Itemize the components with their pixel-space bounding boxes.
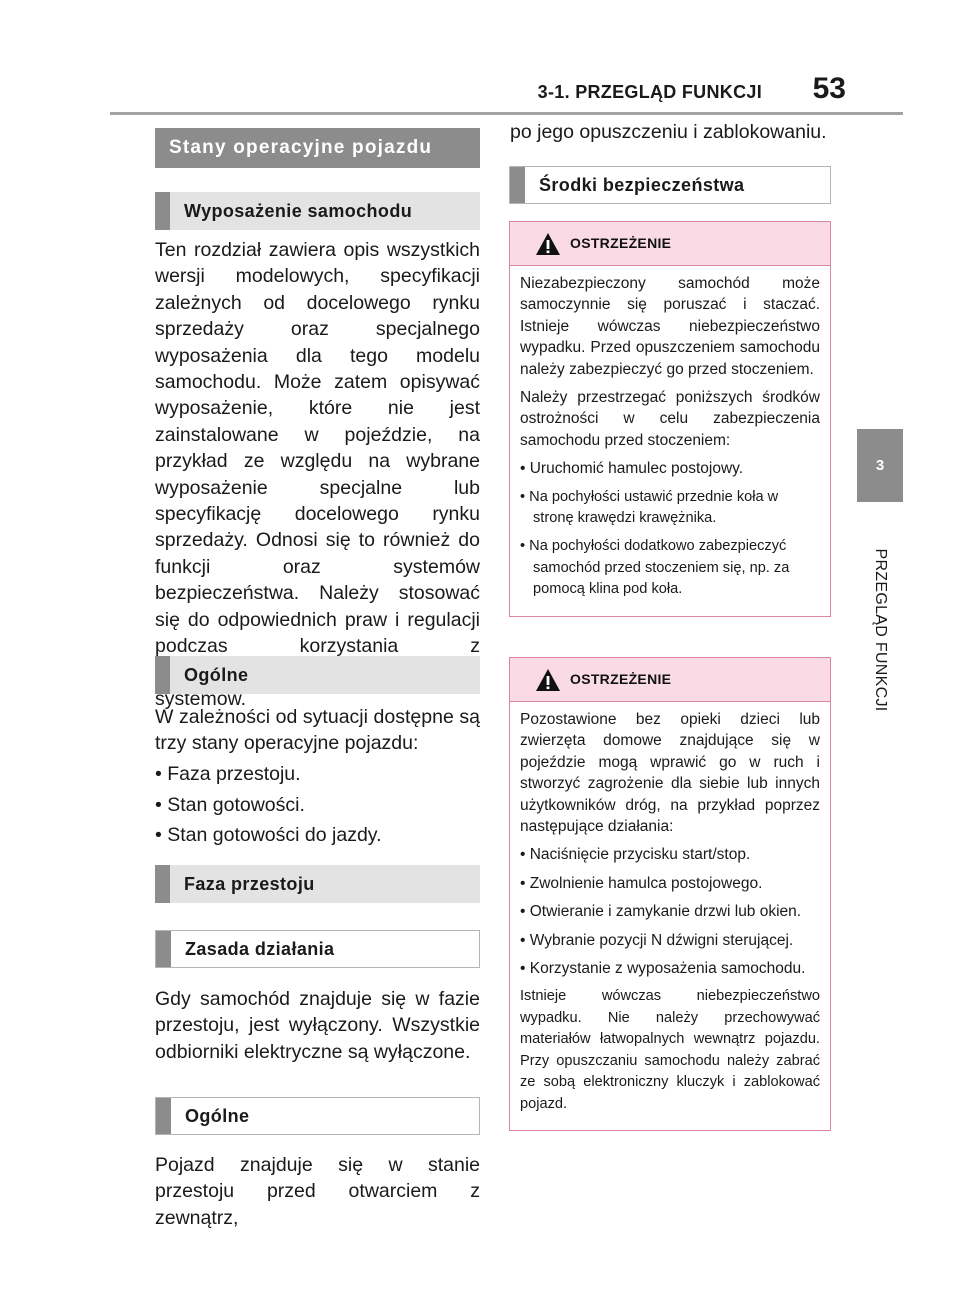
heading-bar	[155, 865, 170, 903]
running-header: 3-1. PRZEGLĄD FUNKCJI	[537, 82, 762, 102]
warning-bullet: • Na pochyłości ustawić przednie koła w …	[520, 488, 779, 527]
warning-paragraph: Należy przestrzegać poniższych środków o…	[520, 389, 820, 449]
paragraph-continued: po jego opuszczeniu i zablokowaniu.	[510, 121, 827, 143]
heading-safety-text: Środki bezpieczeństwa	[539, 174, 745, 195]
warning-body: Pozostawione bez opieki dzieci lub zwier…	[510, 702, 830, 1130]
heading-equipment: Wyposażenie samochodu	[155, 192, 480, 230]
warning-header: OSTRZEŻENIE	[510, 658, 830, 702]
heading-bar	[155, 656, 170, 694]
heading-general-2-text: Ogólne	[185, 1105, 250, 1126]
paragraph-equipment: Ten rozdział zawiera opis wszystkich wer…	[155, 239, 480, 710]
list-item: • Stan gotowości.	[155, 794, 305, 816]
heading-principle: Zasada działania	[155, 930, 480, 968]
warning-bullet: • Korzystanie z wyposażenia samochodu.	[520, 960, 806, 978]
warning-box: OSTRZEŻENIE Pozostawione bez opieki dzie…	[509, 657, 831, 1131]
warning-title: OSTRZEŻENIE	[570, 671, 672, 687]
warning-bullet: • Zwolnienie hamulca postojowego.	[520, 874, 763, 892]
warning-header: OSTRZEŻENIE	[510, 222, 830, 266]
heading-bar	[156, 1098, 171, 1134]
warning-bullet: • Wybranie pozycji N dźwigni sterującej.	[520, 931, 794, 949]
heading-bar	[510, 167, 525, 203]
section-title: Stany operacyjne pojazdu	[155, 128, 480, 168]
warning-bullet: • Naciśnięcie przycisku start/stop.	[520, 846, 751, 864]
chapter-tab[interactable]: 3	[857, 429, 903, 502]
warning-paragraph: Niezabezpieczony samochód może samoczynn…	[520, 275, 820, 378]
page-number: 53	[812, 72, 846, 105]
list-item: • Faza przestoju.	[155, 763, 301, 785]
paragraph-principle: Gdy samochód znajduje się w fazie przest…	[155, 988, 480, 1063]
warning-triangle-icon	[536, 233, 560, 255]
chapter-tab-label: PRZEGLĄD FUNKCJI	[872, 548, 889, 712]
warning-bullet: • Otwieranie i zamykanie drzwi lub okien…	[520, 903, 802, 921]
heading-safety: Środki bezpieczeństwa	[509, 166, 831, 204]
heading-general-text: Ogólne	[184, 664, 249, 685]
header-divider	[110, 112, 903, 115]
heading-bar	[155, 192, 170, 230]
heading-general-2: Ogólne	[155, 1097, 480, 1135]
warning-paragraph: Istnieje wówczas niebezpieczeństwo wypad…	[520, 988, 820, 1112]
list-item: • Stan gotowości do jazdy.	[155, 824, 382, 846]
warning-body: Niezabezpieczony samochód może samoczynn…	[510, 266, 830, 616]
heading-idle: Faza przestoju	[155, 865, 480, 903]
warning-bullet: • Uruchomić hamulec postojowy.	[520, 460, 744, 478]
heading-bar	[156, 931, 171, 967]
heading-idle-text: Faza przestoju	[184, 873, 315, 894]
warning-triangle-icon	[536, 669, 560, 691]
paragraph-general: W zależności od sytuacji dostępne są trz…	[155, 706, 480, 755]
warning-box: OSTRZEŻENIE Niezabezpieczony samochód mo…	[509, 221, 831, 617]
heading-equipment-text: Wyposażenie samochodu	[184, 200, 413, 221]
heading-principle-text: Zasada działania	[185, 938, 335, 959]
paragraph-general-2: Pojazd znajduje się w stanie przestoju p…	[155, 1154, 480, 1229]
warning-paragraph: Pozostawione bez opieki dzieci lub zwier…	[520, 711, 820, 836]
warning-title: OSTRZEŻENIE	[570, 235, 672, 251]
heading-general: Ogólne	[155, 656, 480, 694]
warning-bullet: • Na pochyłości dodatkowo zabezpieczyć s…	[520, 538, 790, 598]
